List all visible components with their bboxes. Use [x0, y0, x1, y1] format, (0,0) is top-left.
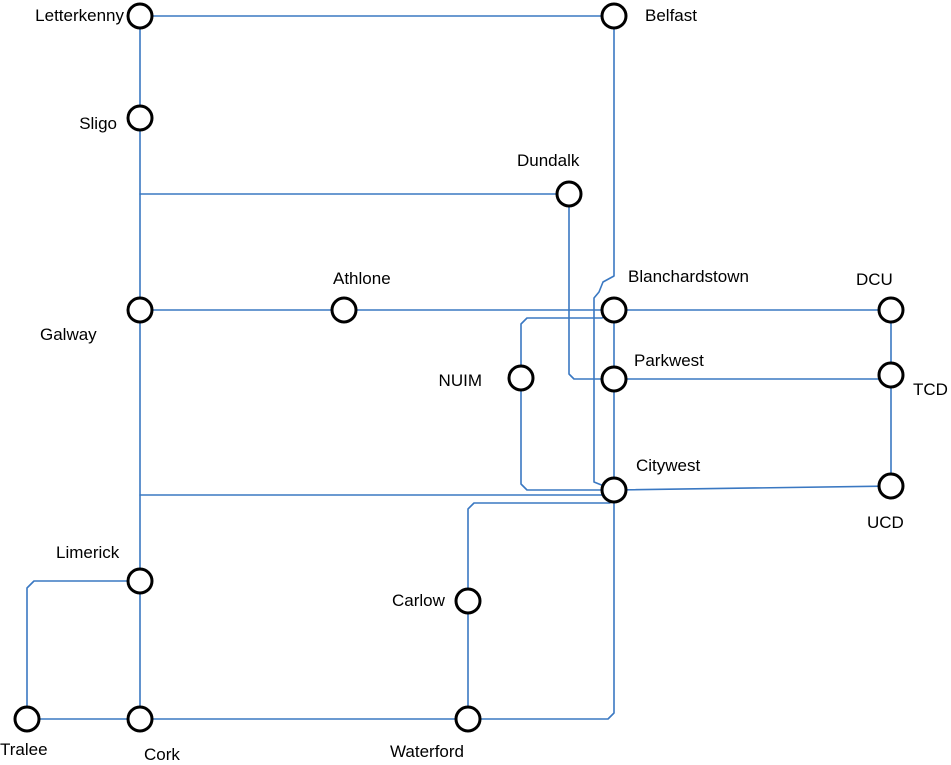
node-label-limerick: Limerick	[56, 543, 120, 562]
node-label-sligo: Sligo	[79, 114, 117, 133]
links-layer	[26, 15, 892, 720]
link-waterford-citywest	[467, 489, 615, 720]
link-citywest-ucd	[613, 485, 892, 491]
node-parkwest[interactable]	[600, 365, 628, 393]
node-dcu[interactable]	[877, 296, 905, 324]
node-tralee[interactable]	[13, 705, 41, 733]
node-label-ucd: UCD	[867, 513, 904, 532]
node-label-letterkenny: Letterkenny	[35, 6, 124, 25]
node-label-carlow: Carlow	[392, 591, 446, 610]
node-label-tralee: Tralee	[0, 740, 48, 759]
node-citywest[interactable]	[600, 476, 628, 504]
link-nuim-blanchardstown	[520, 309, 615, 379]
node-belfast[interactable]	[600, 2, 628, 30]
link-nuim-citywest	[520, 377, 615, 491]
node-waterford[interactable]	[454, 705, 482, 733]
node-label-belfast: Belfast	[645, 6, 697, 25]
nodes-layer	[13, 2, 905, 733]
node-blanchardstown[interactable]	[600, 296, 628, 324]
link-limerick-tralee	[26, 580, 141, 720]
node-label-nuim: NUIM	[439, 371, 482, 390]
node-ucd[interactable]	[877, 472, 905, 500]
node-label-waterford: Waterford	[390, 742, 464, 761]
node-letterkenny[interactable]	[126, 2, 154, 30]
node-dundalk[interactable]	[555, 180, 583, 208]
node-label-dundalk: Dundalk	[517, 151, 580, 170]
node-galway[interactable]	[126, 296, 154, 324]
node-label-cork: Cork	[144, 745, 180, 764]
node-nuim[interactable]	[507, 364, 535, 392]
node-label-tcd: TCD	[913, 380, 948, 399]
node-label-parkwest: Parkwest	[634, 351, 704, 370]
node-label-blanchardstown: Blanchardstown	[628, 267, 749, 286]
link-carlow-citywest	[467, 489, 615, 602]
node-tcd[interactable]	[877, 361, 905, 389]
node-athlone[interactable]	[330, 296, 358, 324]
link-dundalk-parkwest	[568, 193, 615, 380]
link-belfast-citywest	[593, 15, 615, 491]
node-label-citywest: Citywest	[636, 456, 701, 475]
node-label-athlone: Athlone	[333, 269, 391, 288]
node-cork[interactable]	[126, 705, 154, 733]
node-label-dcu: DCU	[856, 270, 893, 289]
node-label-galway: Galway	[40, 325, 97, 344]
node-limerick[interactable]	[126, 567, 154, 595]
node-sligo[interactable]	[126, 104, 154, 132]
node-carlow[interactable]	[454, 587, 482, 615]
